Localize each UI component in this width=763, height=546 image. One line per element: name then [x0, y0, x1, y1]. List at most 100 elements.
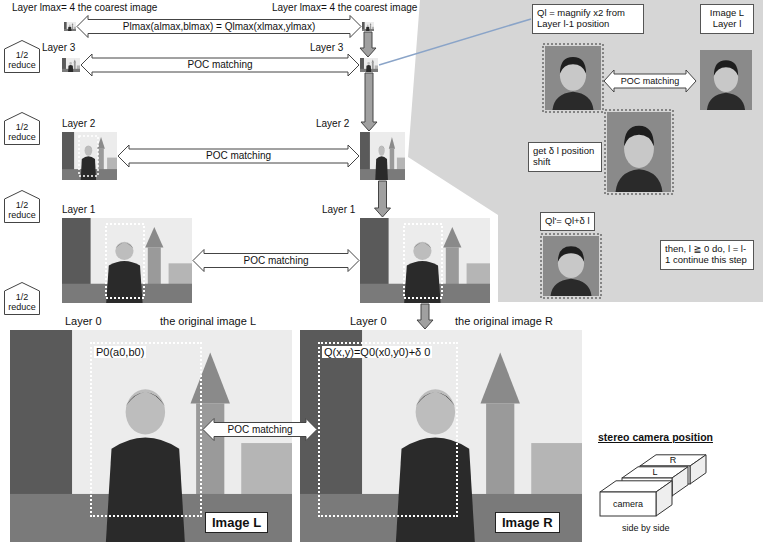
dotted-frame	[541, 234, 601, 298]
face-crop	[700, 50, 752, 110]
search-window: Q(x,y)=Q0(x0,y0)+δ 0	[318, 342, 458, 517]
step-text: Ql = magnify x2 from Layer l-1 position	[537, 8, 639, 30]
box-side	[672, 467, 688, 496]
step-text: Image L	[705, 8, 749, 19]
photo-frame: Layer 2	[360, 132, 405, 180]
stereo-camera	[600, 455, 706, 516]
edge-label: POC matching	[205, 151, 272, 161]
camera-label: camera	[613, 500, 643, 509]
layer-arrow	[361, 73, 377, 131]
poc-arrow	[604, 70, 696, 92]
photo-frame: Layer 3	[360, 58, 378, 72]
face-crop	[545, 46, 601, 110]
reduce-outline	[5, 113, 40, 145]
match-arrow	[77, 16, 361, 38]
process-box: then, l ≧ 0 do, l = l-1 continue this st…	[660, 240, 754, 270]
camera-label: R	[670, 456, 677, 465]
box-side	[690, 455, 706, 484]
photo	[360, 218, 490, 303]
photo	[62, 218, 192, 303]
image-tag: Image R	[495, 512, 560, 533]
layer-label: the original image R	[455, 315, 553, 327]
reduce-label: 1/2 reduce	[5, 50, 39, 70]
photo-frame: Layer 0the original image RQ(x,y)=Q0(x0,…	[300, 330, 582, 542]
match-arrow	[81, 54, 359, 76]
layer-label: Layer 0	[350, 315, 387, 327]
reduce-outline	[5, 283, 40, 315]
camera-label: L	[652, 468, 657, 477]
photo	[360, 58, 378, 72]
box-front	[600, 492, 656, 516]
poc-label: POC matching	[621, 77, 680, 86]
point-label: P0(a0,b0)	[94, 346, 146, 358]
layer-label: Layer 3	[310, 42, 343, 53]
layer-label: Layer lmax= 4 the coarest image	[12, 2, 157, 13]
photo-frame: Layer 2	[62, 132, 117, 180]
dotted-frame	[605, 110, 673, 194]
edge-label: Plmax(almax,blmax) = Qlmax(xlmax,ylmax)	[122, 22, 317, 32]
point-label: Q(x,y)=Q0(x0,y0)+δ 0	[322, 346, 432, 358]
photo-frame: Layer 1	[62, 218, 192, 303]
layer-label: Layer 1	[322, 204, 355, 215]
photo	[62, 132, 117, 180]
image-name: Image L	[212, 515, 261, 530]
layer-arrow	[375, 181, 391, 217]
reduce-marker: 1/2 reduce	[4, 40, 40, 73]
process-box: Ql'= Ql+δ l	[540, 212, 595, 231]
photo-frame: Layer lmax= 4 the coarest image	[64, 22, 76, 31]
reduce-marker: 1/2 reduce	[4, 282, 40, 315]
layer-label: the original image L	[160, 315, 256, 327]
photo	[360, 132, 405, 180]
reduce-marker: 1/2 reduce	[4, 190, 40, 223]
step-text: then, l ≧ 0 do, l = l-1 continue this st…	[665, 244, 749, 266]
edge-label: POC matching	[242, 256, 309, 266]
match-arrow	[118, 145, 359, 167]
reduce-label: 1/2 reduce	[5, 122, 39, 142]
layer-label: Layer 2	[62, 118, 95, 129]
layer-arrow	[417, 304, 433, 329]
reduce-outline	[5, 191, 40, 223]
photo	[64, 22, 76, 31]
edge-label: POC matching	[186, 60, 253, 70]
zoom-line	[379, 19, 531, 65]
layer-arrow	[360, 32, 376, 57]
edge-label: POC matching	[226, 425, 293, 435]
search-window	[404, 224, 442, 298]
search-window	[79, 136, 98, 176]
photo-frame: Layer lmax= 4 the coarest image	[362, 22, 374, 31]
note: side by side	[622, 524, 670, 533]
image-tag: Image L	[205, 512, 268, 533]
layer-label: Layer 0	[65, 315, 102, 327]
box-side	[656, 481, 672, 516]
reduce-outline	[5, 41, 40, 73]
process-box: Ql = magnify x2 from Layer l-1 position	[532, 4, 644, 34]
step-text: get δ l position shift	[533, 146, 597, 168]
dotted-frame	[543, 44, 603, 112]
image-name: Image R	[502, 515, 553, 530]
layer-label: Layer 2	[316, 118, 349, 129]
reduce-marker: 1/2 reduce	[4, 112, 40, 145]
face-crop	[607, 112, 671, 192]
photo-frame: Layer 1	[360, 218, 490, 303]
photo-frame: Layer 3	[62, 58, 80, 72]
photo	[62, 58, 80, 72]
reduce-label: 1/2 reduce	[5, 200, 39, 220]
layer-label: Layer 1	[62, 204, 95, 215]
step-text: Ql'= Ql+δ l	[545, 216, 590, 227]
match-arrow	[203, 419, 317, 441]
photo-frame: Layer 0the original image LP0(a0,b0)Imag…	[10, 330, 292, 542]
face-crop	[543, 236, 599, 296]
step-text: Layer l	[705, 19, 749, 30]
layer-label: Layer 3	[42, 42, 75, 53]
layer-label: Layer lmax= 4 the coarest image	[272, 2, 417, 13]
search-window	[106, 224, 144, 298]
legend-heading: stereo camera position	[598, 432, 713, 443]
photo	[362, 22, 374, 31]
match-arrow	[193, 250, 359, 272]
process-box: get δ l position shift	[528, 142, 602, 172]
search-window: P0(a0,b0)	[90, 342, 202, 517]
photo	[300, 330, 582, 542]
process-box: Image LLayer l	[700, 4, 754, 34]
